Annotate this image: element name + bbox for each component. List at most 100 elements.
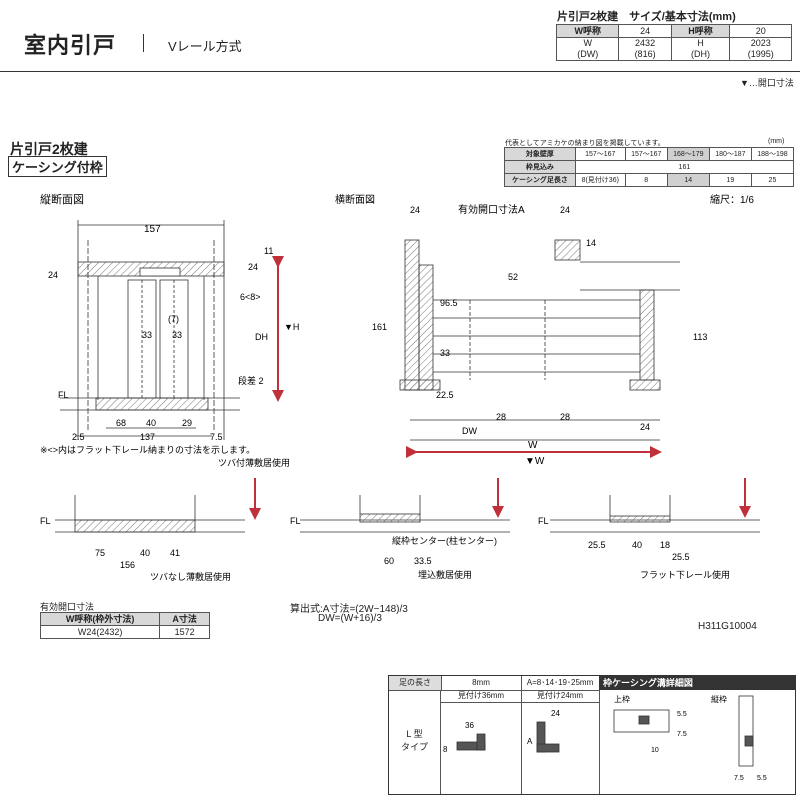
row2-label: 枠見込み — [504, 160, 576, 174]
title-divider — [143, 34, 144, 52]
detail-middle-60: 60 — [384, 556, 394, 566]
legs-divider — [521, 702, 522, 794]
detail-middle-fl: FL — [290, 516, 301, 526]
w-dim-label: W(DW) — [555, 37, 620, 61]
dim-24b: 24 — [248, 262, 258, 272]
wall-table-unit: (mm) — [768, 138, 785, 145]
detail-right-25-5b: 25.5 — [672, 552, 690, 562]
fl-label: FL — [58, 390, 69, 400]
dim-dh: DH — [255, 332, 268, 342]
dim-6-8: 6<8> — [240, 292, 261, 302]
dim-113: 113 — [693, 332, 707, 342]
size-table: W呼称 24 H呼称 20 W(DW) 2432(816) H(DH) 2023… — [555, 24, 792, 61]
opening-cell-w: W24(2432) — [39, 625, 161, 639]
wall-table: 対象壁厚 157～167 157～167 168～179 180～187 188… — [504, 147, 795, 187]
legs-header: 足の長さ — [389, 676, 442, 691]
side-frame-label: 縦枠 — [711, 694, 727, 704]
dim-7: (7) — [168, 314, 179, 324]
casing-detail-svg: 36 8 24 A 上枠 縦枠 5.5 7.5 10 7.5 5.5 — [443, 694, 767, 782]
dim-33: 33 — [440, 348, 450, 358]
w-dim-values: 2432(816) — [618, 37, 672, 61]
detail-right-fl: FL — [538, 516, 549, 526]
dim-52: 52 — [508, 272, 518, 282]
wall-table-note: 代表としてアミカケの納まり図を掲載しています。 — [505, 140, 665, 147]
dim-a: A — [527, 737, 533, 746]
horizontal-section-label: 横断面図 — [335, 193, 375, 206]
scale-label: 縮尺：1/6 — [710, 193, 754, 206]
dim-137: 137 — [140, 432, 155, 442]
detail-left-fl: FL — [40, 516, 51, 526]
opening-table-title: 有効開口寸法 — [40, 602, 95, 612]
dim-14: 14 — [586, 238, 596, 248]
dim-h-mark: ▼H — [284, 322, 299, 332]
legs-8mm: 8mm — [441, 676, 522, 691]
horizontal-section-drawing — [399, 239, 680, 441]
w-label: W呼称 — [555, 24, 620, 38]
dim-161: 161 — [372, 322, 387, 332]
opening-header-a: A寸法 — [159, 612, 210, 626]
opening-cell-a: 1572 — [159, 625, 210, 639]
upper-frame-label: 上枠 — [614, 694, 630, 704]
dim-2-5: 2.5 — [72, 432, 85, 442]
row3-cell: 25 — [750, 173, 795, 187]
opening-note: ▼…開口寸法 — [740, 78, 794, 88]
dim-5-5a: 5.5 — [677, 711, 687, 718]
dim-33b: 33 — [172, 330, 182, 340]
size-table-title: 片引戸2枚建 サイズ/基本寸法(mm) — [557, 11, 736, 23]
dim-29: 29 — [182, 418, 192, 428]
dim-33a: 33 — [142, 330, 152, 340]
dim-36: 36 — [465, 721, 474, 730]
dim-11: 11 — [264, 246, 273, 256]
casing-detail-box: 足の長さ 8mm A=8･14･19･25mm 枠ケーシング溝詳細図 見付け36… — [388, 675, 796, 795]
detail-left-caption-bottom: ツバなし薄敷居使用 — [150, 571, 231, 582]
vertical-section-drawing — [60, 220, 240, 440]
detail-left-40: 40 — [140, 548, 150, 558]
dim-157: 157 — [144, 224, 161, 235]
legs-divider-2 — [599, 690, 600, 794]
h-dim-values: 2023(1995) — [729, 37, 792, 61]
formula-line-1: 算出式:A寸法=(2W−148)/3 — [290, 604, 408, 615]
l-type-label: L 型 タイプ — [389, 690, 441, 794]
header-rule — [0, 71, 800, 72]
detail-left-75: 75 — [95, 548, 105, 558]
detail-left-156: 156 — [120, 560, 135, 570]
dim-40: 40 — [146, 418, 156, 428]
detail-right-40: 40 — [632, 540, 642, 550]
dim-opening-a: 有効開口寸法A — [458, 203, 525, 216]
dim-7-5a: 7.5 — [677, 731, 687, 738]
vertical-note: ※<>内はフラット下レール納まりの寸法を示します。 — [40, 444, 255, 455]
dim-28a: 28 — [496, 412, 506, 422]
detail-left-41: 41 — [170, 548, 180, 558]
dim-7-5b: 7.5 — [734, 775, 744, 782]
dim-24: 24 — [48, 270, 58, 280]
dim-step-2: 段差 2 — [238, 375, 264, 386]
legs-sub-36: 見付け36mm — [441, 690, 522, 703]
detail-middle-33-5: 33.5 — [414, 556, 432, 566]
detail-right-drawing — [550, 495, 760, 533]
dim-24b: 24 — [560, 205, 570, 215]
vertical-section-label: 縦断面図 — [40, 192, 84, 206]
dim-w-mark: ▼W — [525, 456, 545, 467]
dim-24: 24 — [410, 205, 420, 215]
dim-w: W — [528, 440, 538, 451]
detail-right-25-5a: 25.5 — [588, 540, 606, 550]
h-dim-label: H(DH) — [670, 37, 731, 61]
detail-left-caption-top: ツバ付薄敷居使用 — [218, 457, 290, 468]
page-title: 室内引戸 — [24, 33, 117, 58]
product-name: 片引戸2枚建 — [10, 141, 88, 157]
drawing-code: H311G10004 — [698, 621, 757, 632]
product-casing-label: ケーシング付枠 — [8, 156, 107, 177]
opening-header-w: W呼称(枠外寸法) — [39, 612, 161, 626]
detail-middle-caption-bottom: 埋込敷居使用 — [418, 569, 472, 580]
dim-dw: DW — [462, 426, 477, 436]
formula-line-2: DW=(W+16)/3 — [318, 613, 382, 624]
casing-groove-title: 枠ケーシング溝詳細図 — [599, 676, 795, 690]
detail-right-caption-bottom: フラット下レール使用 — [640, 569, 730, 580]
row1-cell-highlight: 168～179 — [666, 147, 710, 161]
row1-label: 対象壁厚 — [504, 147, 576, 161]
dim-96-5: 96.5 — [440, 298, 458, 308]
dim-24: 24 — [551, 709, 560, 718]
dim-22-5: 22.5 — [436, 390, 454, 400]
dim-28b: 28 — [560, 412, 570, 422]
